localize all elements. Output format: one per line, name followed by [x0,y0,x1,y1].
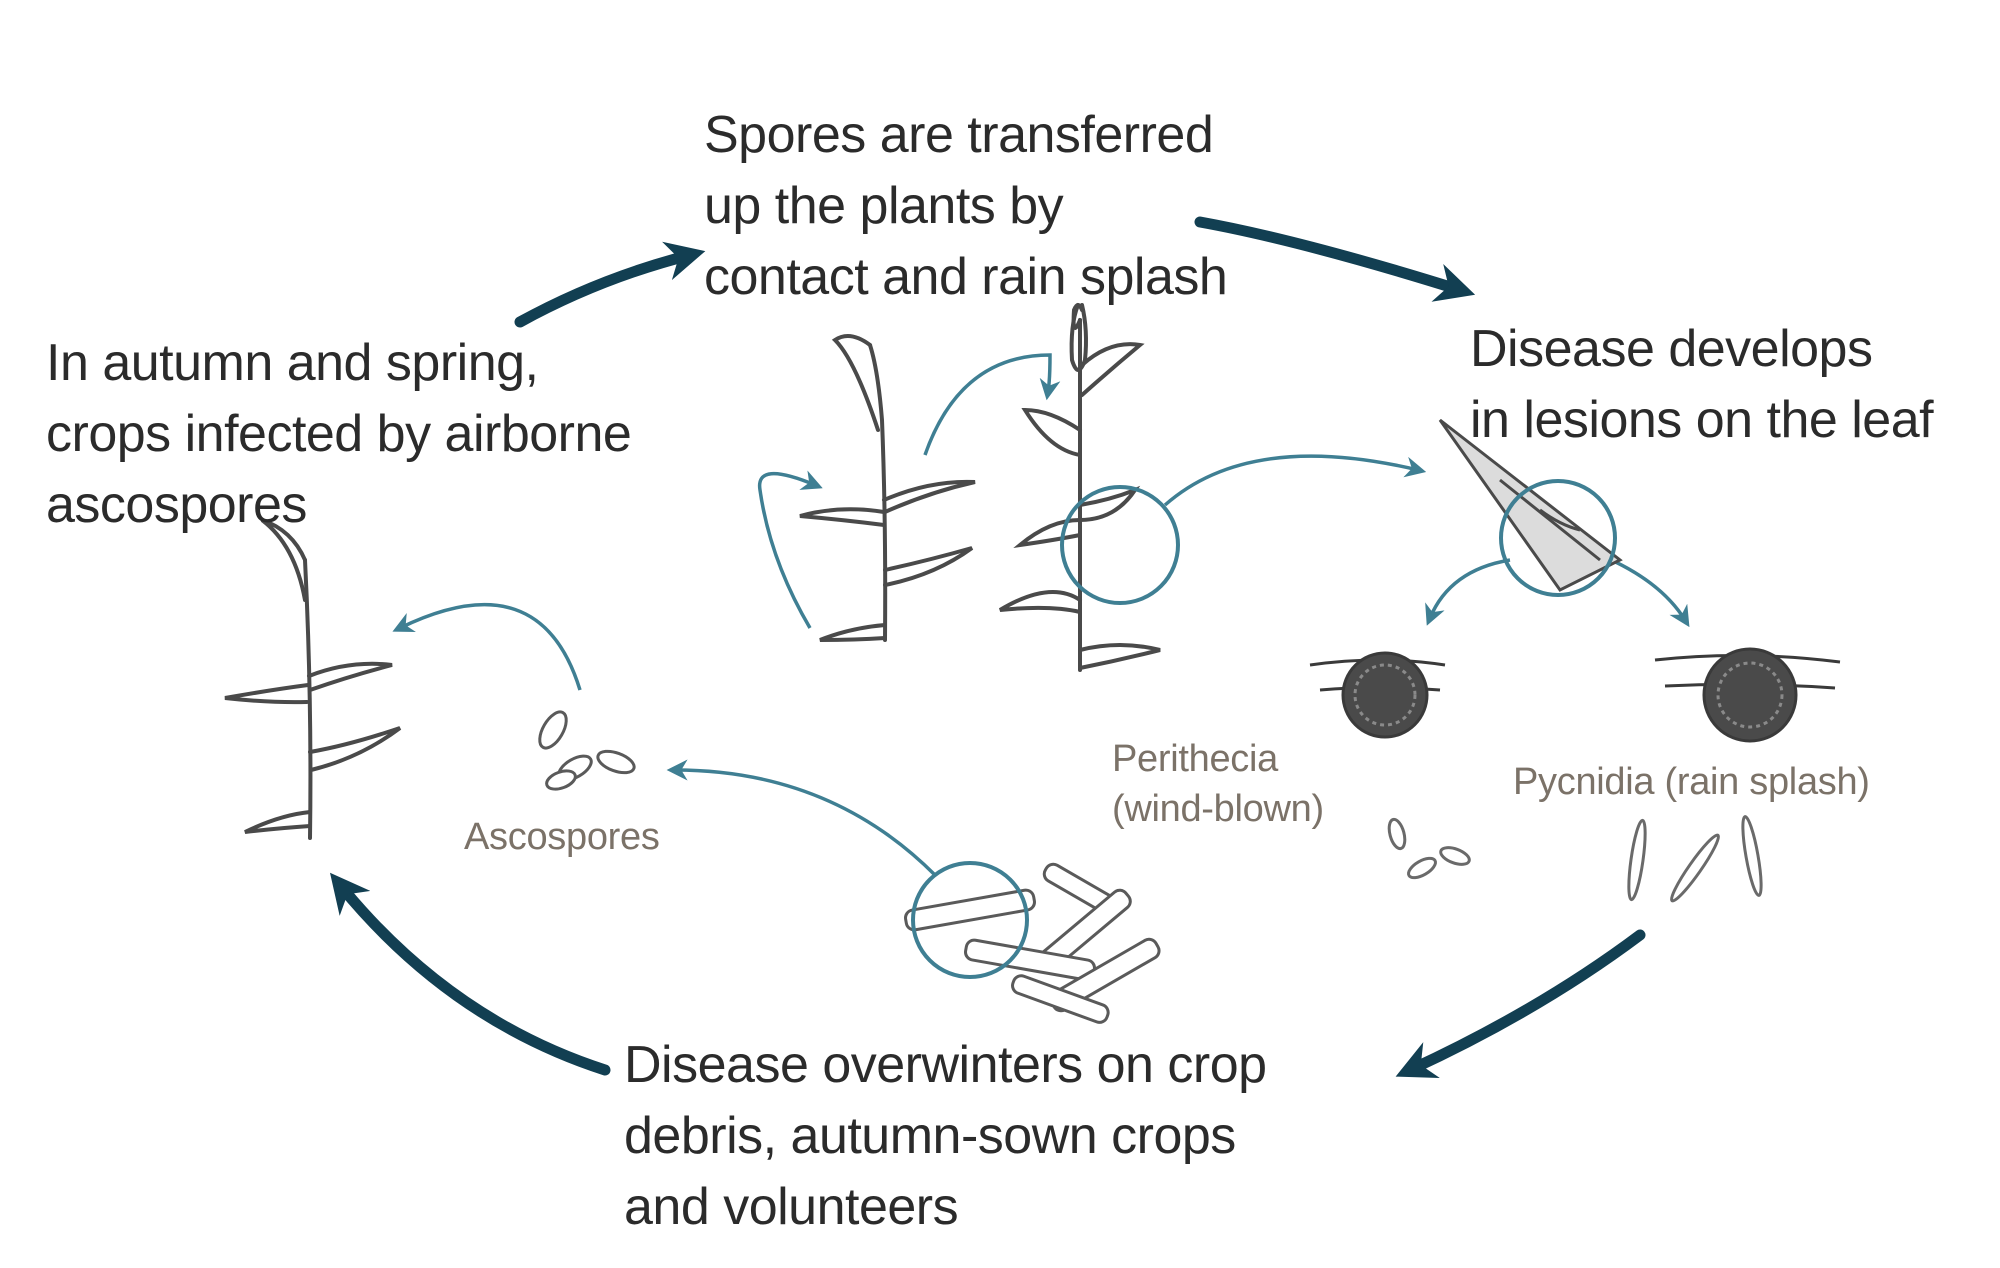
label-ascospores: Ascospores [464,816,660,858]
pycnidia-drawing [1654,647,1841,743]
arrow-leaf-to-leaf [923,353,1061,456]
arrow-lower-leaf-up [757,470,823,629]
ascospores-drawing [538,710,636,791]
perithecia-drawing [1309,651,1446,739]
arrow-to-transfer [514,241,706,328]
label-pycnidia: Pycnidia (rain splash) [1513,761,1870,803]
pycnidiospores [1627,815,1763,903]
lesion-magnifier [1499,479,1617,597]
perithecia-spores [1387,817,1471,880]
seedling-drawing [224,518,402,840]
arrow-ascospores-to-plant [392,602,582,691]
magnifier-circles [911,479,1617,979]
young-plant-drawing [799,334,976,642]
arrow-to-lesions [1194,216,1476,302]
label-overwinter: Disease overwinters on crop debris, autu… [624,1036,1267,1236]
debris-magnifier [911,861,1029,979]
arrow-lesion-to-perithecia [1425,558,1511,626]
arrow-debris-to-ascospores [666,759,937,877]
cycle-arrows [329,216,1646,1079]
arrow-leaf-to-lesion [1163,454,1427,507]
arrow-to-spring [329,872,611,1076]
label-transfer: Spores are transferred up the plants by … [704,106,1228,306]
crop-debris-drawing [904,862,1161,1024]
arrow-to-overwinter [1395,929,1646,1079]
leaf-magnifier [1060,485,1180,605]
label-spring-infection: In autumn and spring, crops infected by … [46,334,632,534]
label-perithecia: Perithecia (wind-blown) [1112,738,1324,830]
label-lesions: Disease develops in lesions on the leaf [1470,320,1934,449]
